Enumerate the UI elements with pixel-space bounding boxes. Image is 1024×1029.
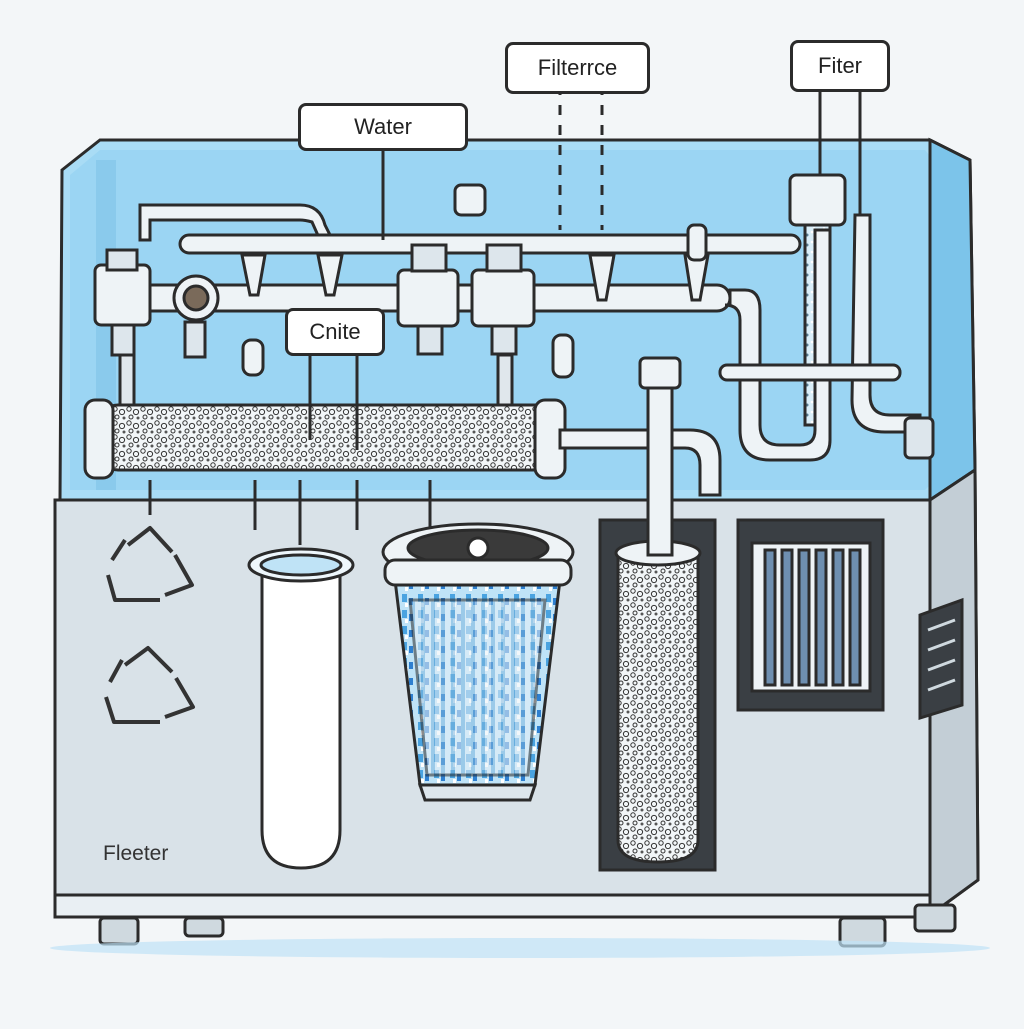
vent-grille-icon — [763, 548, 862, 687]
label-cnite: Cnite — [285, 308, 385, 356]
foot — [98, 916, 140, 946]
label-water: Water — [298, 103, 468, 151]
leader-lines — [148, 85, 862, 545]
label-fiter: Fiter — [790, 40, 890, 92]
label-fleeter: Fleeter — [103, 842, 169, 865]
recycle-icon — [104, 646, 195, 724]
pleated-panel — [736, 518, 885, 712]
recycle-icon — [106, 526, 194, 602]
label-filterrce: Filterrce — [505, 42, 650, 94]
foot — [913, 903, 957, 933]
side-vent-icon — [918, 597, 964, 721]
right-pipes — [718, 173, 935, 462]
crystal-filter-cup — [381, 522, 575, 802]
foot — [183, 916, 225, 938]
sediment-tube — [247, 547, 355, 870]
gravel-column — [598, 356, 717, 872]
horizontal-sediment-tube — [83, 398, 722, 497]
